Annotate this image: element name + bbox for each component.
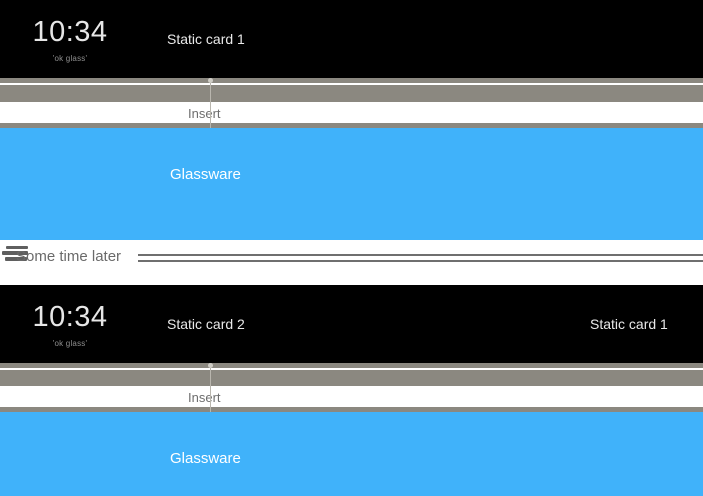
ok-glass-hint: 'ok glass' (52, 54, 88, 63)
scrollbar-gap-1 (0, 83, 703, 85)
timeline-card-static-card-1[interactable]: Static card 1 (167, 31, 245, 47)
card-boundary-dot-2 (208, 363, 213, 368)
scrollbar-thumb-1[interactable] (0, 85, 703, 102)
clock-time: 10:34 (32, 16, 108, 48)
scrollbar-track-top-1[interactable] (0, 78, 703, 83)
glassware-panel-before[interactable]: Glassware (0, 128, 703, 240)
glass-clock: 10:34 'ok glass' (24, 16, 116, 63)
some-time-later-label: Some time later (16, 248, 122, 265)
timeline-card-strip-before[interactable]: 10:34 'ok glass' Static card 1 (0, 0, 703, 78)
some-time-later-divider: Some time later (0, 240, 703, 285)
clock-time-after: 10:34 (32, 301, 108, 333)
card-boundary-tick-1 (210, 78, 211, 128)
glass-clock-after: 10:34 'ok glass' (24, 301, 116, 348)
divider-rule-upper (138, 254, 703, 256)
insert-row-1 (0, 102, 703, 123)
glassware-panel-after[interactable]: Glassware (0, 412, 703, 496)
timeline-card-static-card-1-after[interactable]: Static card 1 (590, 316, 668, 332)
insert-label-1: Insert (188, 106, 221, 121)
scrollbar-track-bottom-1[interactable] (0, 123, 703, 128)
scrollbar-track-top-2[interactable] (0, 363, 703, 368)
scrollbar-gap-2 (0, 368, 703, 370)
scrollbar-thumb-2[interactable] (0, 370, 703, 386)
insert-row-2 (0, 386, 703, 407)
stacked-cards-icon (2, 246, 28, 261)
glassware-label-1: Glassware (170, 166, 241, 183)
glassware-label-2: Glassware (170, 450, 241, 467)
timeline-card-strip-after[interactable]: 10:34 'ok glass' Static card 2 Static ca… (0, 285, 703, 363)
scrollbar-track-bottom-2[interactable] (0, 407, 703, 412)
card-boundary-dot-1 (208, 78, 213, 83)
ok-glass-hint-after: 'ok glass' (52, 339, 88, 348)
timeline-card-static-card-2[interactable]: Static card 2 (167, 316, 245, 332)
insert-label-2: Insert (188, 390, 221, 405)
divider-rule-lower (138, 260, 703, 262)
card-boundary-tick-2 (210, 363, 211, 412)
